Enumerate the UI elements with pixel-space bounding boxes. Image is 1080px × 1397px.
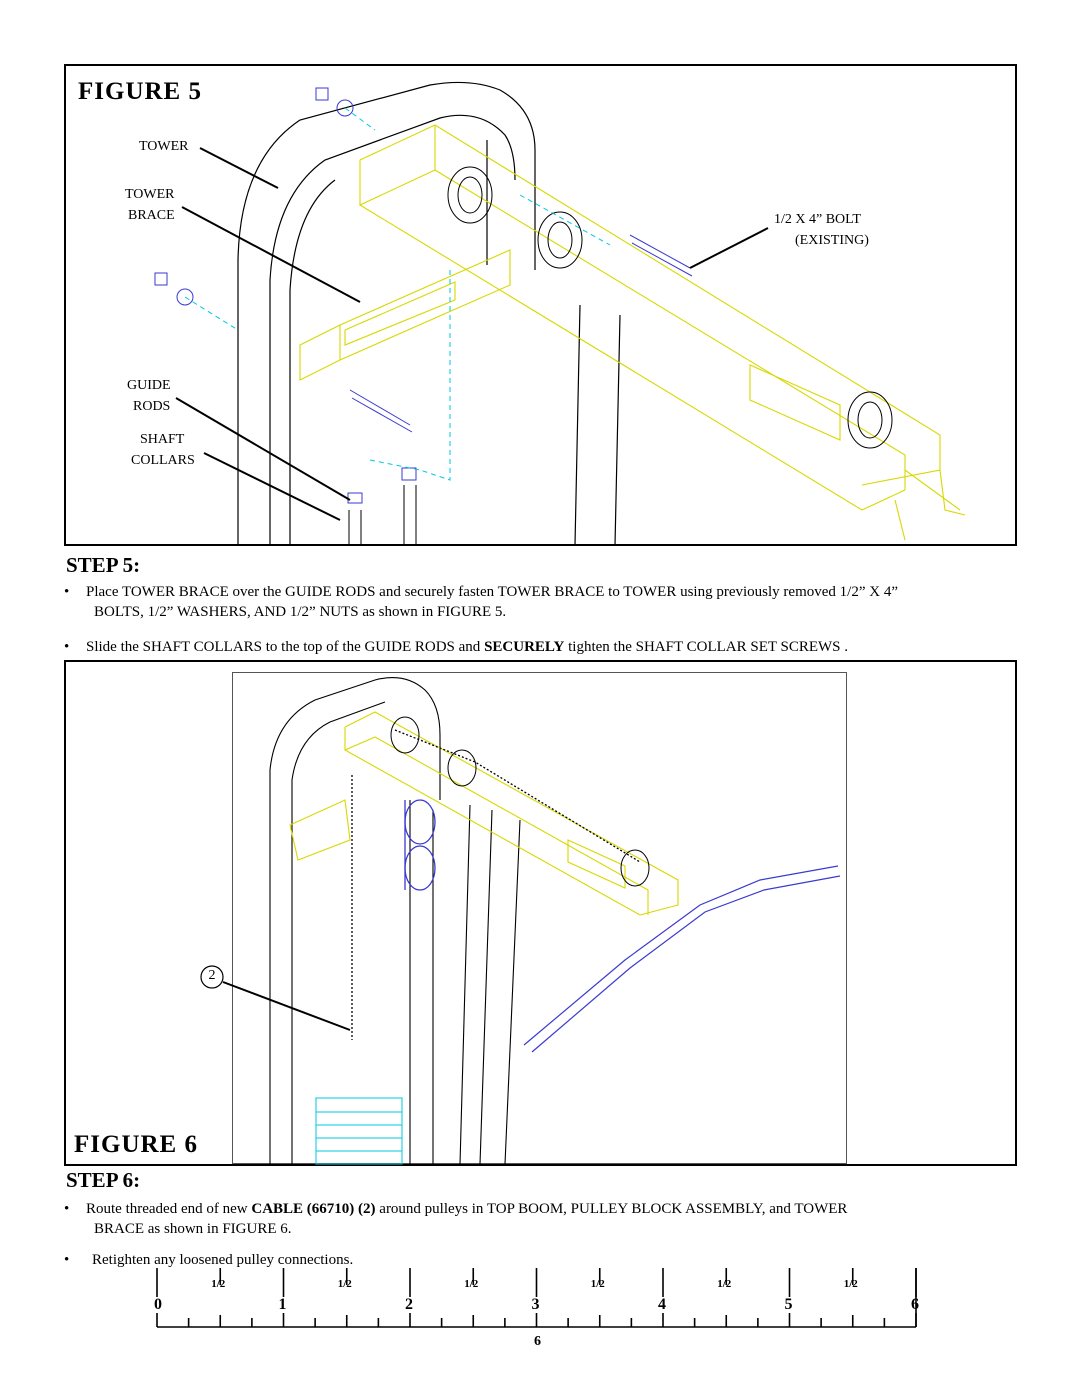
ruler-inch-number: 4: [658, 1296, 666, 1313]
step-5-bullet-2: • Slide the SHAFT COLLARS to the top of …: [64, 637, 1034, 659]
step-6-bullet-1-line-2: BRACE as shown in FIGURE 6.: [94, 1221, 292, 1237]
step-5-heading: STEP 5:: [66, 553, 141, 577]
ruler-inch-number: 2: [405, 1296, 413, 1313]
bullet-dot: •: [64, 1201, 70, 1217]
ruler-half-label: 1/2: [211, 1278, 226, 1290]
step-5-bullet-2-text: Slide the SHAFT COLLARS to the top of th…: [86, 637, 848, 657]
step-6-bullet-2-text: Retighten any loosened pulley connection…: [92, 1252, 354, 1268]
label-tower-brace-line1: TOWER: [125, 187, 175, 202]
label-bolt-line1: 1/2 X 4” BOLT: [774, 212, 861, 227]
step-6-heading: STEP 6:: [66, 1168, 141, 1192]
label-tower: TOWER: [139, 139, 189, 154]
ruler-inch-number: 1: [278, 1296, 287, 1313]
bullet-dot: •: [64, 639, 70, 655]
step-6-bullet-1: • Route threaded end of new CABLE (66710…: [64, 1199, 1034, 1241]
step-6-bullet-1-bold: CABLE (66710) (2): [251, 1201, 376, 1217]
label-shaft-collars-line2: COLLARS: [131, 453, 195, 468]
label-shaft-collars-line1: SHAFT: [140, 432, 185, 447]
page-number: 6: [534, 1334, 541, 1349]
label-guide-rods-line1: GUIDE: [127, 378, 171, 393]
label-guide-rods-line2: RODS: [133, 399, 171, 414]
figure-6-inner-frame: [232, 672, 847, 1164]
bullet-dot: •: [64, 584, 70, 600]
step-6-bullet-1-post: around pulleys in TOP BOOM, PULLEY BLOCK…: [375, 1201, 848, 1217]
step-5-bullet-2-pre: Slide the SHAFT COLLARS to the top of th…: [86, 639, 485, 655]
step-5-bullet-1: • Place TOWER BRACE over the GUIDE RODS …: [64, 582, 1034, 624]
bullet-dot: •: [64, 1252, 70, 1268]
figure-5-title: FIGURE 5: [78, 78, 202, 105]
step-6-bullet-2: • Retighten any loosened pulley connecti…: [64, 1250, 1034, 1272]
ruler-inch-number: 5: [784, 1296, 793, 1313]
figure-6-title: FIGURE 6: [74, 1131, 198, 1158]
step-5-bullet-1-line-2: BOLTS, 1/2” WASHERS, AND 1/2” NUTS as sh…: [94, 604, 507, 620]
ruler-half-label: 1/2: [464, 1278, 479, 1290]
label-bolt-line2: (EXISTING): [795, 233, 869, 248]
step-6-bullet-1-line-1: Route threaded end of new CABLE (66710) …: [86, 1199, 847, 1219]
callout-number-2: 2: [208, 968, 216, 983]
ruler-inch-number: 3: [531, 1296, 540, 1313]
ruler-half-label: 1/2: [843, 1278, 858, 1290]
label-tower-brace-line2: BRACE: [128, 208, 175, 223]
figure-5-box: [64, 64, 1017, 546]
step-5-bullet-2-bold: SECURELY: [484, 639, 565, 655]
ruler-inch-number: 0: [154, 1296, 162, 1313]
ruler-half-label: 1/2: [717, 1278, 732, 1290]
ruler-half-label: 1/2: [590, 1278, 605, 1290]
step-5-bullet-2-post: tighten the SHAFT COLLAR SET SCREWS .: [564, 639, 849, 655]
ruler-half-label: 1/2: [337, 1278, 352, 1290]
step-6-bullet-1-pre: Route threaded end of new: [86, 1201, 252, 1217]
ruler-inch-number: 6: [911, 1296, 919, 1313]
step-5-bullet-1-line-1: Place TOWER BRACE over the GUIDE RODS an…: [86, 584, 898, 600]
